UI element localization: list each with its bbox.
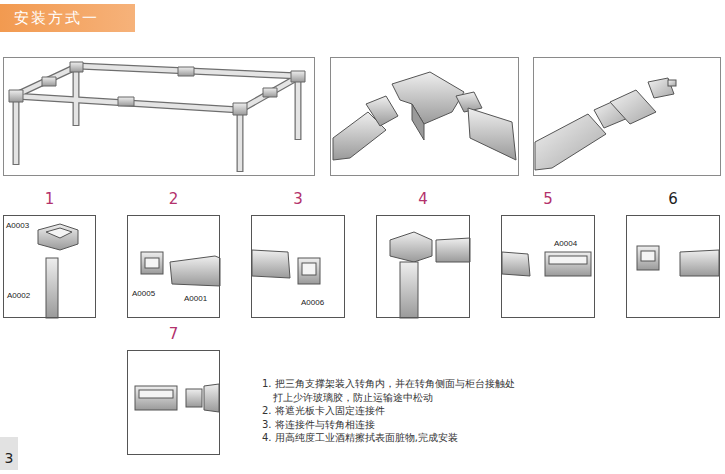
part-number: A0001 [184, 294, 207, 304]
page-number-box: 3 [0, 437, 18, 470]
cabinet-frame [9, 62, 305, 115]
cabinet-frame [14, 66, 300, 172]
part-drawing [186, 389, 202, 407]
corner-exploded [468, 108, 516, 160]
part-drawing [390, 232, 432, 262]
title-banner: 安装方式一 [0, 4, 135, 32]
step-panel: 5A0004 [501, 215, 595, 318]
cabinet-frame [13, 97, 20, 165]
corner-exploded [392, 72, 464, 124]
step-number: 5 [502, 190, 594, 208]
view-frame [4, 58, 721, 176]
part-drawing [436, 238, 470, 262]
part-drawing [141, 252, 163, 274]
connector-exploded [535, 114, 606, 170]
part-number: A0002 [7, 291, 30, 301]
part-drawing [145, 258, 159, 268]
part-drawing [38, 224, 78, 250]
cabinet-frame [238, 112, 243, 171]
part-number: A0004 [554, 239, 577, 249]
part-drawing [139, 390, 173, 398]
corner-exploded [333, 72, 516, 160]
view-frame [4, 58, 315, 176]
cabinet-frame [14, 99, 19, 164]
part-drawing [298, 258, 320, 284]
view-frame [534, 58, 721, 176]
part-drawing [170, 256, 220, 286]
cabinet-frame [9, 90, 23, 102]
step-number: 3 [252, 190, 344, 208]
cabinet-frame [233, 103, 247, 115]
cabinet-frame [296, 80, 301, 139]
connector-exploded [668, 80, 676, 86]
part-drawing [641, 251, 655, 261]
cabinet-frame [42, 77, 56, 86]
notes-block: 1. 把三角支撑架装入转角内，并在转角侧面与柜台接触处 打上少许玻璃胶，防止运输… [262, 377, 592, 445]
instruction-note: 4. 用高纯度工业酒精擦拭表面脏物,完成安装 [262, 431, 592, 445]
part-drawing [680, 250, 719, 276]
step-panel: 2A0005A0001 [127, 215, 220, 318]
page-title: 安装方式一 [0, 4, 135, 32]
step-panel: 3A0006 [251, 215, 345, 318]
step-number: 1 [4, 190, 95, 208]
cabinet-frame [14, 66, 300, 110]
cabinet-frame [295, 78, 302, 140]
part-number: A0005 [132, 289, 155, 299]
part-drawing [502, 252, 530, 276]
page-number: 3 [0, 437, 18, 467]
part-drawing [135, 386, 177, 410]
step-panel: 4 [376, 215, 470, 318]
part-drawing [545, 252, 591, 276]
cabinet-frame [291, 71, 305, 82]
part-drawing [400, 262, 418, 318]
instruction-note: 1. 把三角支撑架装入转角内，并在转角侧面与柜台接触处 打上少许玻璃胶，防止运输… [262, 377, 592, 404]
step-panel: 1A0003A0002 [3, 215, 96, 318]
part-drawing [549, 256, 587, 264]
corner-exploded [366, 96, 398, 126]
cabinet-frame [263, 88, 277, 97]
cabinet-frame [237, 110, 244, 172]
instruction-note: 3. 将连接件与转角相连接 [262, 418, 592, 432]
part-drawing [637, 246, 659, 270]
step-number: 6 [627, 190, 719, 208]
part-drawing [38, 224, 719, 412]
cabinet-frame [14, 66, 300, 110]
step-number: 4 [377, 190, 469, 208]
part-drawing [46, 258, 58, 318]
cabinet-frame [9, 62, 305, 172]
part-number: A0006 [301, 298, 324, 308]
cabinet-frame [14, 66, 300, 171]
part-drawing [46, 228, 72, 238]
step-number: 2 [128, 190, 219, 208]
cabinet-frame [70, 62, 83, 72]
part-drawing [302, 263, 316, 275]
part-drawing [204, 384, 219, 412]
corner-exploded [412, 104, 424, 140]
instruction-note: 2. 将遮光板卡入固定连接件 [262, 404, 592, 418]
step-panel: 6 [626, 215, 720, 318]
view-frame [331, 58, 519, 176]
step-number: 7 [128, 325, 219, 343]
cabinet-frame [118, 97, 134, 106]
part-number: A0003 [6, 221, 29, 231]
part-drawing [252, 250, 290, 278]
step-panel: 7 [127, 350, 220, 455]
cabinet-frame [178, 67, 194, 76]
connector-exploded [535, 78, 676, 170]
connector-exploded [610, 90, 656, 124]
